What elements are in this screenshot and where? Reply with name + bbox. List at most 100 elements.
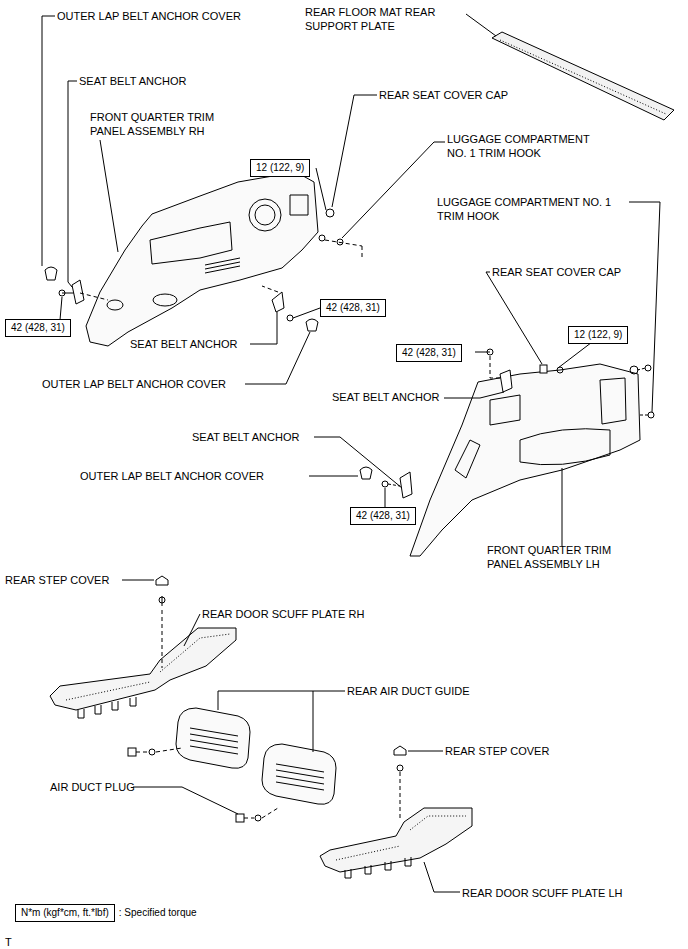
support-plate — [492, 32, 674, 120]
part-label: SEAT BELT ANCHOR — [130, 337, 237, 351]
leader-line — [629, 202, 660, 412]
torque-box: 42 (428, 31) — [396, 344, 462, 362]
speaker-grille — [249, 199, 281, 231]
part-label: LUGGAGE COMPARTMENT NO. 1 TRIM HOOK — [437, 195, 627, 223]
part-label: OUTER LAP BELT ANCHOR COVER — [57, 9, 241, 23]
torque-value: 12 (122, 9) — [256, 162, 304, 173]
screw — [397, 765, 403, 771]
install-line — [162, 610, 163, 668]
speaker-grille — [255, 205, 275, 225]
part-label: REAR SEAT COVER CAP — [379, 88, 508, 102]
panel-bracket — [600, 378, 626, 424]
anchor-bolt — [382, 481, 388, 487]
install-line — [244, 808, 278, 818]
part-label: AIR DUCT PLUG — [50, 780, 135, 794]
leader-line — [444, 392, 504, 398]
trim-hook — [648, 412, 654, 418]
panel-handle — [490, 395, 520, 425]
leader-line — [408, 751, 443, 752]
torque-leader — [60, 168, 600, 508]
panel-recess — [520, 429, 610, 465]
leader-line — [250, 312, 277, 344]
plate-clip — [78, 697, 136, 718]
anchor-bolt — [59, 290, 65, 296]
panel-slot — [455, 440, 480, 478]
install-line — [136, 748, 182, 752]
screw — [255, 815, 261, 821]
torque-box: 42 (428, 31) — [5, 319, 71, 337]
torque-value: 12 (122, 9) — [574, 329, 622, 340]
part-label: REAR AIR DUCT GUIDE — [347, 684, 470, 698]
legend-note: : Specified torque — [119, 907, 197, 919]
anchor-bolt — [287, 315, 293, 321]
torque-box: 42 (428, 31) — [320, 299, 386, 317]
air-duct-plug — [128, 748, 136, 756]
leader-line — [133, 787, 238, 814]
install-line — [262, 286, 278, 292]
part-label: OUTER LAP BELT ANCHOR COVER — [42, 377, 226, 391]
duct-vent — [276, 764, 324, 790]
leader-line — [342, 142, 445, 238]
install-line — [325, 240, 362, 258]
leader-line — [314, 437, 402, 488]
install-line — [400, 772, 401, 818]
leader-line — [309, 476, 358, 477]
screw — [149, 749, 155, 755]
anchor-cover — [306, 319, 318, 331]
duct-vent — [190, 728, 238, 754]
plate-texture — [500, 40, 666, 114]
trim-panel-lh — [410, 364, 640, 556]
part-label: SEAT BELT ANCHOR — [79, 74, 186, 88]
bolt — [557, 367, 563, 373]
trim-hook — [645, 365, 651, 371]
part-label: REAR DOOR SCUFF PLATE LH — [462, 886, 623, 900]
part-label: REAR STEP COVER — [5, 573, 109, 587]
part-label: REAR FLOOR MAT REAR SUPPORT PLATE — [305, 5, 445, 33]
panel-recess — [290, 195, 308, 215]
leader-line — [218, 691, 345, 710]
air-duct-plug — [236, 814, 244, 822]
air-duct-guide — [262, 744, 336, 804]
install-line — [490, 356, 500, 378]
torque-box: 42 (428, 31) — [350, 507, 416, 525]
part-label: REAR SEAT COVER CAP — [492, 265, 621, 279]
plate-texture — [66, 634, 230, 700]
leader-line — [313, 691, 314, 752]
rear-seat-cover-cap — [540, 365, 547, 373]
plate-texture — [336, 816, 466, 860]
torque-value: 42 (428, 31) — [402, 347, 456, 358]
panel-pocket — [153, 294, 177, 306]
leader-line — [68, 81, 77, 287]
torque-value: 42 (428, 31) — [11, 322, 65, 333]
leader-line — [245, 332, 310, 384]
torque-value: N*m (kgf*cm, ft.*lbf) — [15, 904, 115, 922]
air-duct-guide — [176, 708, 250, 768]
screw — [159, 597, 165, 603]
seat-belt-anchor — [500, 370, 512, 392]
leader-line — [332, 95, 377, 207]
part-label: REAR STEP COVER — [445, 744, 549, 758]
leader-line — [562, 468, 563, 546]
part-label: FRONT QUARTER TRIM PANEL ASSEMBLY LH — [487, 543, 622, 571]
leader-line — [100, 140, 118, 252]
leader-line — [466, 14, 496, 36]
anchor-cover — [360, 467, 372, 479]
part-label: T — [5, 935, 12, 949]
seat-belt-anchor — [400, 472, 412, 498]
trim-hook — [319, 235, 325, 241]
leader-line — [42, 16, 55, 266]
leader-line — [486, 272, 542, 364]
part-label: LUGGAGE COMPARTMENT NO. 1 TRIM HOOK — [447, 132, 597, 160]
part-label: FRONT QUARTER TRIM PANEL ASSEMBLY RH — [90, 110, 218, 138]
part-label: OUTER LAP BELT ANCHOR COVER — [80, 469, 264, 483]
part-label: REAR DOOR SCUFF PLATE RH — [202, 607, 364, 621]
scuff-plate-lh — [320, 808, 472, 872]
anchor-cover — [45, 267, 57, 280]
torque-value: 42 (428, 31) — [326, 302, 380, 313]
step-cover — [156, 576, 168, 585]
install-line — [637, 368, 648, 415]
part-label: SEAT BELT ANCHOR — [192, 430, 299, 444]
torque-box: 12 (122, 9) — [568, 326, 628, 344]
